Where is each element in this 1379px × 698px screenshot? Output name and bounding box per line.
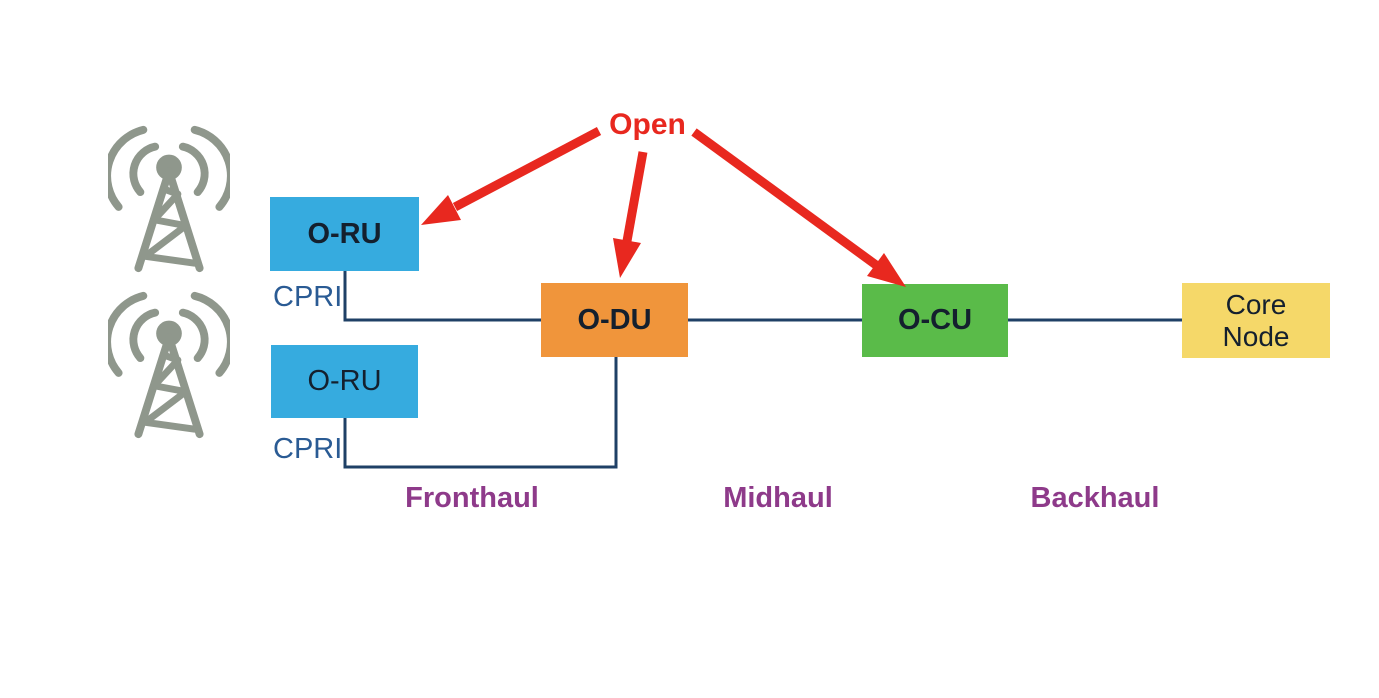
open-callout-label: Open bbox=[609, 108, 686, 141]
arrow-open-to-odu bbox=[613, 151, 648, 278]
cpri-label-1: CPRI bbox=[273, 281, 343, 313]
lattice-tower-icon bbox=[134, 333, 204, 439]
midhaul-label: Midhaul bbox=[723, 482, 833, 514]
node-o-ru-1: O-RU bbox=[270, 197, 419, 271]
arrow-open-to-ocu bbox=[691, 128, 906, 287]
lattice-tower-icon bbox=[134, 167, 204, 273]
radio-waves-icon bbox=[108, 291, 230, 377]
node-label: O-RU bbox=[307, 217, 382, 250]
node-label: O-CU bbox=[897, 304, 973, 336]
connector-lines-group bbox=[343, 271, 1182, 469]
node-o-cu: O-CU bbox=[862, 284, 1008, 357]
node-o-du: O-DU bbox=[541, 283, 688, 357]
node-o-ru-2: O-RU bbox=[271, 345, 418, 418]
antenna-top-icon bbox=[156, 154, 182, 181]
backhaul-label: Backhaul bbox=[1030, 482, 1160, 514]
node-label: O-RU bbox=[307, 365, 382, 397]
cpri-link-oru1-odu bbox=[343, 271, 541, 322]
cpri-label-2: CPRI bbox=[273, 433, 343, 465]
node-label: Core Node bbox=[1222, 288, 1290, 352]
node-label: O-DU bbox=[577, 303, 652, 336]
cpri-link-oru2-odu bbox=[343, 357, 618, 469]
arrow-open-to-oru bbox=[421, 127, 602, 225]
open-arrows-group bbox=[421, 127, 906, 287]
fronthaul-label: Fronthaul bbox=[405, 482, 539, 514]
antenna-top-icon bbox=[156, 320, 182, 347]
radio-waves-icon bbox=[108, 125, 230, 211]
antenna-tower-icon bbox=[108, 291, 230, 439]
antenna-tower-icon bbox=[108, 125, 230, 273]
node-core-node: Core Node bbox=[1182, 283, 1330, 358]
